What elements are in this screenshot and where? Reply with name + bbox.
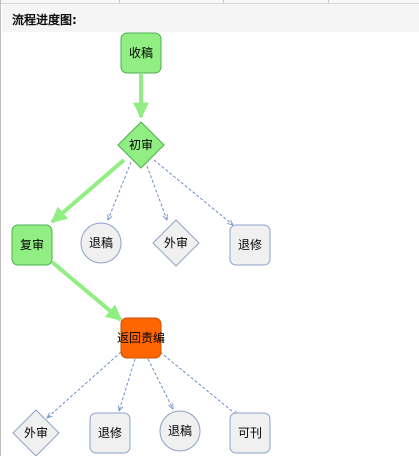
workflow-node-receive[interactable]: 收稿 bbox=[120, 32, 162, 74]
edge-first-to-external1 bbox=[146, 165, 167, 220]
workflow-node-reject1[interactable]: 退稿 bbox=[80, 222, 122, 264]
edge-return-to-publish bbox=[159, 351, 238, 416]
workflow-node-first[interactable]: 初审 bbox=[117, 121, 165, 169]
node-label: 退修 bbox=[238, 237, 262, 252]
edge-first-to-retrial bbox=[50, 158, 126, 224]
edge-first-to-revise1 bbox=[153, 159, 233, 225]
node-label: 初审 bbox=[129, 137, 153, 152]
edges-layer bbox=[47, 74, 238, 418]
workflow-node-reject2[interactable]: 退稿 bbox=[159, 410, 201, 452]
edge-return-to-external2 bbox=[47, 351, 122, 418]
workflow-node-return[interactable]: 返回责编 bbox=[117, 317, 165, 359]
node-shape-diamond bbox=[152, 219, 200, 267]
nodes-layer: 收稿初审复审退稿外审退修返回责编外审退修退稿可刊 bbox=[11, 32, 271, 456]
node-label: 退修 bbox=[98, 425, 122, 440]
node-shape-circle bbox=[159, 410, 201, 452]
edge-retrial-to-return bbox=[50, 260, 123, 322]
node-shape-rect bbox=[120, 317, 162, 359]
edge-return-to-reject2 bbox=[147, 358, 173, 409]
edge-first-to-reject1 bbox=[108, 161, 132, 220]
workflow-node-external1[interactable]: 外审 bbox=[152, 219, 200, 267]
node-label: 可刊 bbox=[238, 426, 262, 440]
node-shape-rect bbox=[11, 224, 53, 266]
node-label: 外审 bbox=[164, 235, 188, 250]
node-shape-rect bbox=[229, 224, 271, 266]
node-shape-diamond bbox=[117, 121, 165, 169]
node-shape-rect bbox=[229, 412, 271, 454]
edge-return-to-revise2 bbox=[119, 358, 136, 411]
workflow-node-publish[interactable]: 可刊 bbox=[229, 412, 271, 454]
toolbar-divider bbox=[328, 0, 329, 3]
node-label: 收稿 bbox=[129, 45, 153, 60]
page-title: 流程进度图: bbox=[12, 13, 77, 27]
workflow-node-revise1[interactable]: 退修 bbox=[229, 224, 271, 266]
node-label: 外审 bbox=[24, 425, 48, 440]
panel-header: 流程进度图: bbox=[2, 4, 419, 32]
workflow-node-retrial[interactable]: 复审 bbox=[11, 224, 53, 266]
workflow-node-external2[interactable]: 外审 bbox=[12, 409, 60, 456]
node-shape-rect bbox=[120, 32, 162, 74]
node-shape-circle bbox=[80, 222, 122, 264]
toolbar-divider bbox=[223, 0, 224, 3]
workflow-node-revise2[interactable]: 退修 bbox=[89, 412, 131, 454]
node-shape-diamond bbox=[12, 409, 60, 456]
node-label: 退稿 bbox=[89, 235, 113, 250]
toolbar-divider bbox=[119, 0, 120, 3]
node-label: 退稿 bbox=[168, 423, 192, 438]
node-label: 返回责编 bbox=[117, 330, 165, 345]
node-shape-rect bbox=[89, 412, 131, 454]
node-label: 复审 bbox=[20, 237, 44, 252]
top-toolbar-strip bbox=[1, 0, 419, 4]
